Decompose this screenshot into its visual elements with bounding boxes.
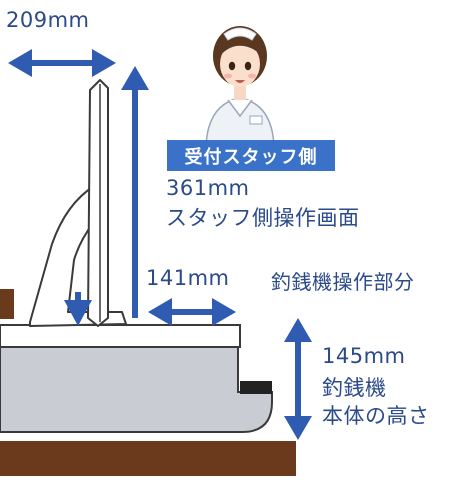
changer-height-value: 145mm (322, 344, 406, 368)
screen-height-label: 361mm (166, 176, 250, 200)
screen-height-arrow (121, 66, 149, 318)
stand-down-arrow (64, 292, 92, 326)
staff-side-badge: 受付スタッフ側 (167, 140, 335, 171)
counter-bottom (0, 441, 296, 476)
changer-height-caption: 本体の高さ (322, 404, 430, 428)
monitor-screen (87, 79, 109, 327)
screen-name-label: スタッフ側操作画面 (166, 206, 360, 230)
operation-depth-arrow (148, 298, 236, 326)
change-machine-top-plate (0, 324, 241, 348)
monitor-depth-label: 209mm (6, 8, 90, 32)
receptionist-icon (205, 26, 275, 147)
monitor-depth-arrow (8, 49, 116, 77)
changer-operation-label: 釣銭機操作部分 (271, 270, 415, 294)
coin-tray (240, 381, 272, 394)
changer-name-label: 釣銭機 (322, 376, 387, 400)
counter-shelf (0, 289, 14, 319)
operation-depth-label: 141mm (146, 266, 230, 290)
changer-height-arrow (284, 318, 312, 440)
